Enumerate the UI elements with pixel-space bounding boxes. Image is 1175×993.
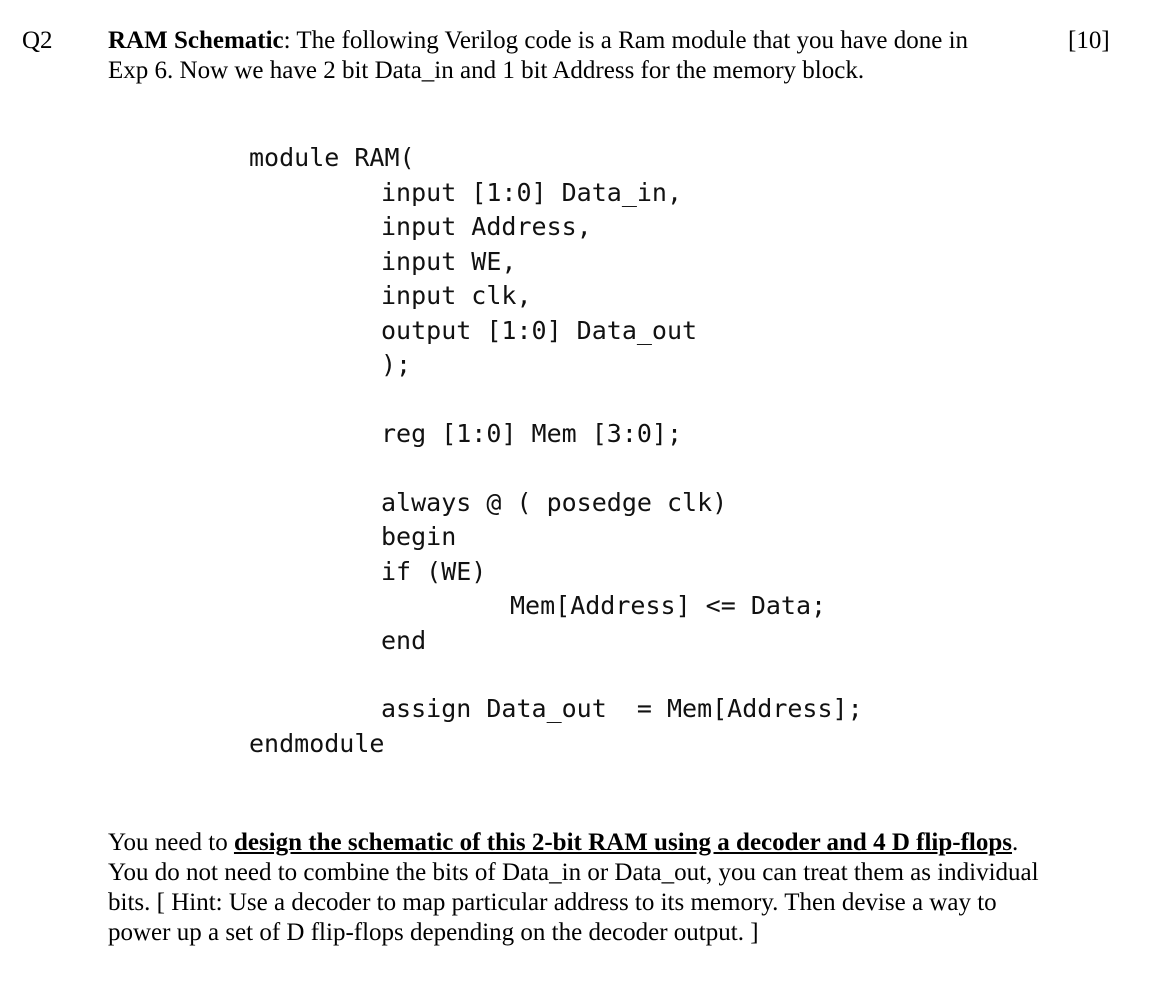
code-line: endmodule xyxy=(249,729,385,758)
code-line: input WE, xyxy=(381,247,517,276)
question-title: RAM Schematic xyxy=(108,27,284,54)
code-line: end xyxy=(381,626,427,655)
code-line: Mem[Address] <= Data; xyxy=(510,591,827,620)
code-line: input [1:0] Data_in, xyxy=(381,178,683,207)
code-line: always @ ( posedge clk) xyxy=(381,488,728,517)
intro-line-1: : The following Verilog code is a Ram mo… xyxy=(283,27,969,54)
instructions-prefix: You need to xyxy=(108,829,234,856)
code-line: if (WE) xyxy=(381,557,487,586)
question-intro: RAM Schematic: The following Verilog cod… xyxy=(108,26,1038,86)
code-line: input clk, xyxy=(381,281,532,310)
code-line: ); xyxy=(381,350,412,379)
instructions-emphasis: design the schematic of this 2-bit RAM u… xyxy=(233,829,1012,856)
instructions-body: . You do not need to combine the bits of… xyxy=(108,829,1039,946)
question-number: Q2 xyxy=(22,27,53,54)
intro-line-2: Exp 6. Now we have 2 bit Data_in and 1 b… xyxy=(108,57,865,84)
code-line: input Address, xyxy=(381,212,592,241)
code-line: begin xyxy=(381,522,457,551)
code-line: output [1:0] Data_out xyxy=(381,316,698,345)
code-line: assign Data_out = Mem[Address]; xyxy=(381,694,863,723)
question-marks: [10] xyxy=(1068,27,1110,54)
code-line: reg [1:0] Mem [3:0]; xyxy=(381,419,683,448)
code-line: module RAM( xyxy=(249,143,415,172)
instructions-paragraph: You need to design the schematic of this… xyxy=(108,828,1048,948)
